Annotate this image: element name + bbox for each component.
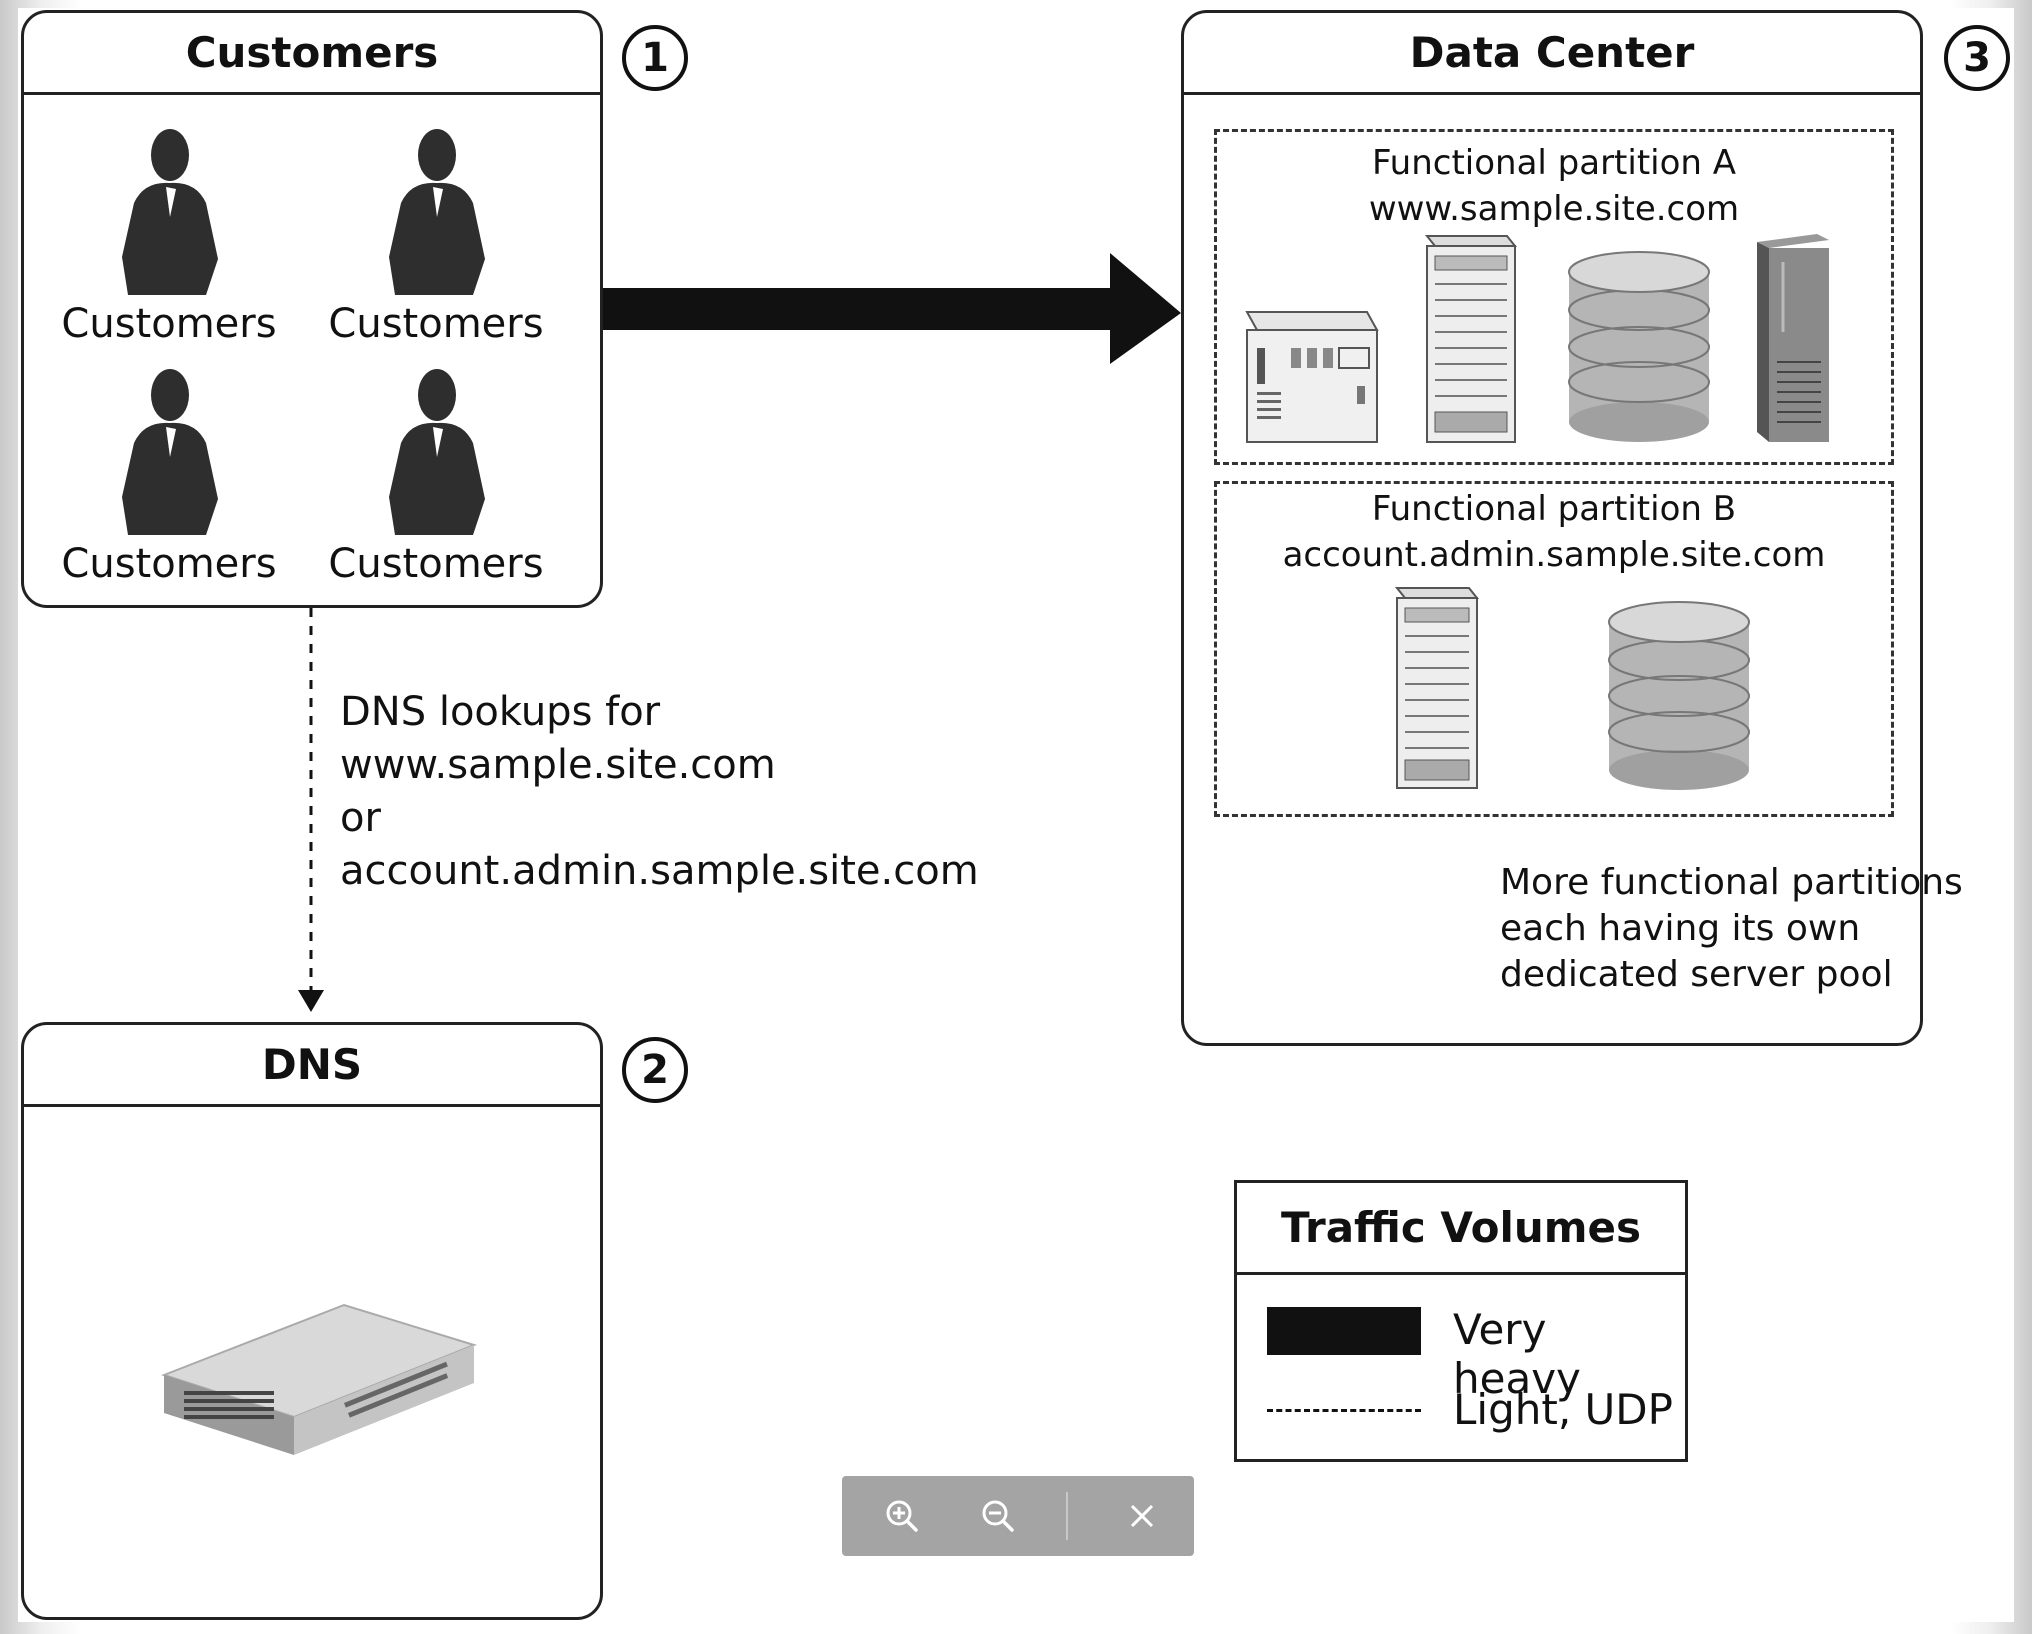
- zoom-in-icon: [886, 1500, 918, 1532]
- database-icon: [1568, 251, 1710, 442]
- dns-title: DNS: [24, 1025, 600, 1107]
- network-switch-icon: [161, 1303, 478, 1455]
- data-center-box: Data Center Functional partition A www.s…: [1181, 10, 1923, 1046]
- more-partitions-text: More functional partitions each having i…: [1500, 860, 1963, 998]
- partition-b-text: Functional partition B account.admin.sam…: [1217, 486, 1891, 578]
- partition-b-host: account.admin.sample.site.com: [1282, 535, 1826, 575]
- customers-title: Customers: [24, 13, 600, 95]
- partition-b-servers: [1394, 587, 1750, 790]
- heavy-label: Very heavy: [1453, 1305, 1581, 1403]
- zoom-out-button[interactable]: [970, 1488, 1026, 1544]
- legend-title: Traffic Volumes: [1237, 1183, 1685, 1275]
- tower-server-icon: [1394, 587, 1480, 789]
- toolbar-separator: [1066, 1492, 1068, 1540]
- traffic-legend: Traffic Volumes Very heavy Light, UDP: [1234, 1180, 1688, 1462]
- light-swatch: [1267, 1409, 1421, 1412]
- close-button[interactable]: [1114, 1488, 1170, 1544]
- dns-lookup-line: www.sample.site.com: [340, 742, 776, 788]
- functional-partition-b: Functional partition B account.admin.sam…: [1214, 481, 1894, 817]
- zoom-in-button[interactable]: [874, 1488, 930, 1544]
- person-icon: [389, 129, 485, 295]
- legend-row-heavy: Very heavy: [1237, 1295, 1685, 1403]
- dns-lookup-line: account.admin.sample.site.com: [340, 848, 979, 894]
- more-partitions-line: each having its own: [1500, 908, 1861, 949]
- light-label: Light, UDP: [1453, 1385, 1673, 1434]
- customer-label: Customers: [328, 541, 544, 587]
- customer-item: Customers: [321, 365, 551, 587]
- dns-lookup-line: DNS lookups for: [340, 689, 661, 735]
- heavy-traffic-arrow: [600, 253, 1181, 364]
- customer-item: Customers: [54, 365, 284, 587]
- heavy-swatch: [1267, 1307, 1421, 1355]
- legend-row-light: Light, UDP: [1237, 1375, 1685, 1445]
- more-partitions-line: More functional partitions: [1500, 862, 1963, 903]
- partition-a-text: Functional partition A www.sample.site.c…: [1217, 140, 1891, 232]
- customer-item: Customers: [321, 125, 551, 347]
- partition-a-servers: [1245, 234, 1829, 443]
- dns-lookup-text: DNS lookups for www.sample.site.com or a…: [340, 686, 979, 898]
- more-partitions-line: dedicated server pool: [1500, 954, 1893, 995]
- customers-box: Customers Customers Customers Cus: [21, 10, 603, 608]
- customer-label: Customers: [328, 301, 544, 347]
- data-center-title: Data Center: [1184, 13, 1920, 95]
- partition-a-host: www.sample.site.com: [1368, 189, 1740, 229]
- step-badge-3: 3: [1944, 25, 2010, 91]
- dns-box: DNS: [21, 1022, 603, 1620]
- customer-item: Customers: [54, 125, 284, 347]
- diagram-canvas: Customers Customers Customers Cus: [18, 8, 2014, 1622]
- person-icon: [122, 369, 218, 535]
- dns-lookup-line: or: [340, 795, 381, 841]
- partition-b-name: Functional partition B: [1371, 489, 1737, 529]
- step-badge-2: 2: [622, 1037, 688, 1103]
- customer-label: Customers: [61, 301, 277, 347]
- functional-partition-a: Functional partition A www.sample.site.c…: [1214, 129, 1894, 465]
- tower-pc-icon: [1757, 234, 1829, 442]
- partition-a-name: Functional partition A: [1371, 143, 1737, 183]
- appliance-server-icon: [1245, 311, 1379, 443]
- person-icon: [122, 129, 218, 295]
- close-icon: [1130, 1504, 1154, 1528]
- database-icon: [1608, 601, 1750, 790]
- step-badge-1: 1: [622, 25, 688, 91]
- person-icon: [389, 369, 485, 535]
- viewer-toolbar: [842, 1476, 1194, 1556]
- customer-label: Customers: [61, 541, 277, 587]
- zoom-out-icon: [982, 1500, 1014, 1532]
- dns-arrowhead: [298, 990, 324, 1012]
- tower-server-icon: [1424, 235, 1518, 443]
